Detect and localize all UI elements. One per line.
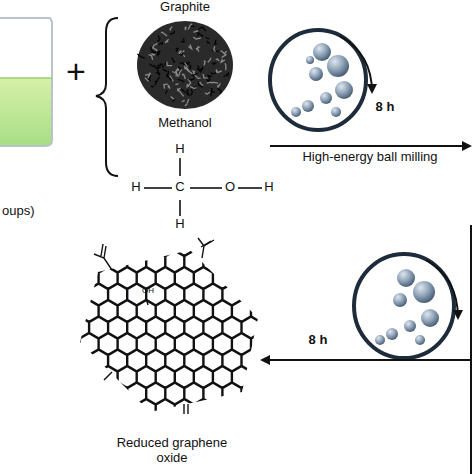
graphite-image [137, 21, 233, 109]
methanol-bonds [144, 158, 262, 216]
text-label: H [264, 180, 273, 195]
functional-groups [94, 238, 214, 414]
process-arrow [262, 359, 471, 361]
text-label: 8 h [376, 100, 395, 115]
text-label: OH [142, 286, 154, 295]
text-label: H [175, 217, 184, 232]
bracket [96, 18, 118, 176]
process-arrow [270, 145, 470, 147]
text-label: O [225, 180, 235, 195]
ball-mill [270, 30, 372, 130]
text-label: High-energy ball milling [302, 150, 437, 165]
graphene-lattice [61, 234, 299, 438]
connector-line [470, 225, 472, 474]
text-label: Reduced graphene oxide [112, 436, 232, 466]
text-label: + [66, 52, 86, 91]
text-label: Methanol [158, 116, 211, 131]
text-label: H [131, 180, 140, 195]
text-label: C [175, 180, 184, 195]
beaker [0, 18, 52, 146]
text-label: oups) [2, 204, 35, 219]
ball-mill [354, 254, 458, 358]
text-label: H [175, 142, 184, 157]
text-label: Graphite [160, 0, 210, 15]
text-label: 8 h [309, 333, 328, 348]
